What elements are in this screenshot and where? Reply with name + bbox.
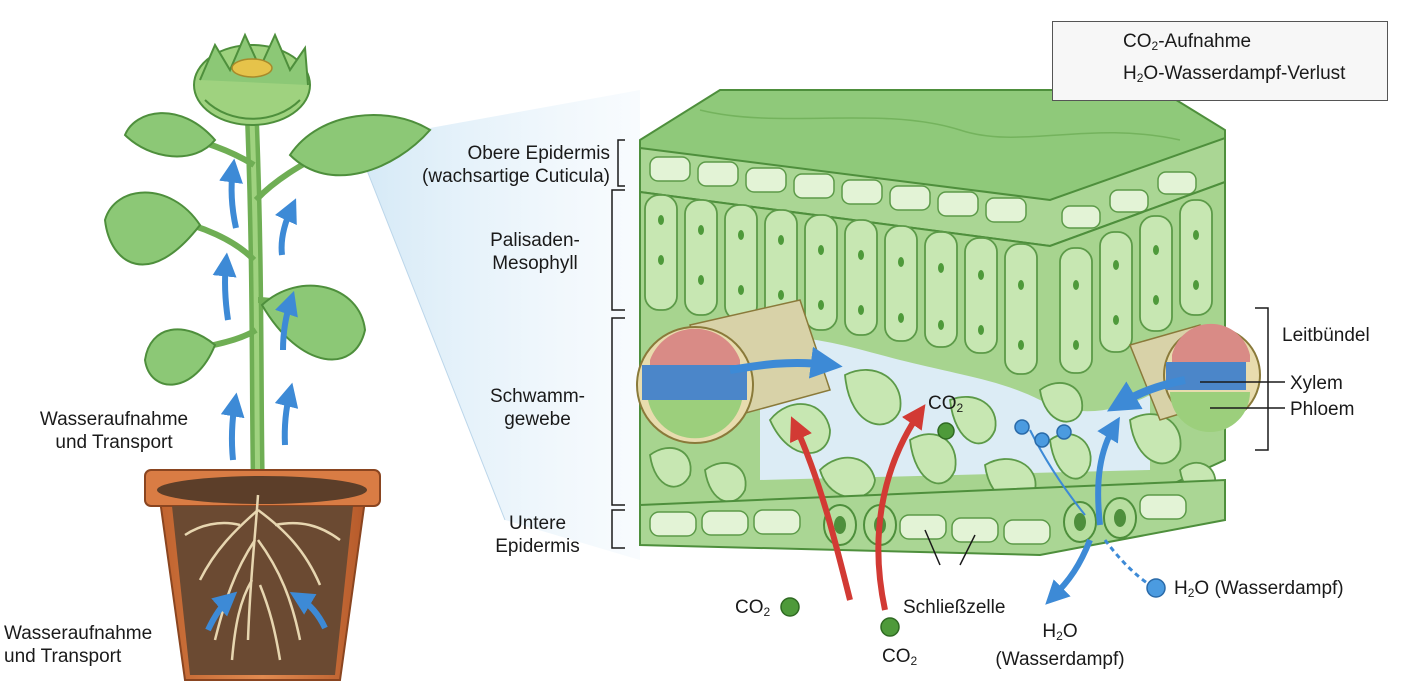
co2-left-sub: 2 bbox=[763, 605, 771, 619]
label-spongy-line1: Schwamm- bbox=[489, 386, 585, 407]
legend-co2: CO2-Aufnahme bbox=[1123, 31, 1251, 53]
h2o-bottom-line2: (Wasserdampf) bbox=[995, 649, 1125, 670]
h2o-molecule-outside bbox=[1146, 578, 1166, 598]
label-upper-epidermis-line2: (wachsartige Cuticula) bbox=[422, 166, 610, 187]
plant-label-upper: Wasseraufnahme und Transport bbox=[14, 408, 214, 454]
spongy-cells bbox=[649, 369, 1216, 505]
h2o-right-prefix: H bbox=[1174, 578, 1188, 599]
label-vascular-bundle: Leitbündel bbox=[1282, 325, 1370, 346]
co2-molecule-left bbox=[780, 597, 800, 617]
label-co2-left: CO2 bbox=[735, 596, 770, 624]
h2o-bottom-line1: H2O bbox=[975, 620, 1145, 648]
co2-inner-sub: 2 bbox=[956, 401, 964, 415]
co2-bottom-sub: 2 bbox=[910, 654, 918, 668]
label-spongy: Schwamm- gewebe bbox=[470, 385, 605, 431]
h2o-molecule-3 bbox=[1056, 424, 1072, 440]
vascular-bundle-right bbox=[1106, 323, 1261, 432]
upper-epidermis-cells bbox=[649, 156, 1197, 229]
label-h2o-bottom: H2O (Wasserdampf) bbox=[975, 620, 1145, 671]
h2o-arrow-down bbox=[1045, 538, 1093, 605]
label-upper-epidermis: Obere Epidermis (wachsartige Cuticula) bbox=[370, 142, 610, 188]
co2-inner-prefix: CO bbox=[928, 393, 957, 414]
legend-h2o-suffix: O-Wasserdampf-Verlust bbox=[1143, 63, 1346, 84]
co2-arrow-right bbox=[875, 404, 926, 611]
leaf-low-left bbox=[143, 328, 217, 386]
legend-h2o-prefix: H bbox=[1123, 63, 1137, 84]
plant-label-lower-line1: Wasseraufnahme bbox=[4, 623, 153, 644]
label-xylem: Xylem bbox=[1290, 373, 1343, 394]
label-h2o-right: H2O (Wasserdampf) bbox=[1174, 577, 1344, 605]
roots bbox=[184, 494, 341, 661]
stoma-right bbox=[1063, 497, 1137, 543]
vascular-bundle-left bbox=[636, 299, 843, 444]
leaf-cross-section bbox=[636, 89, 1285, 637]
legend: CO2-Aufnahme H2O-Wasserdampf-Verlust bbox=[1052, 21, 1388, 101]
sunflower-plant bbox=[103, 32, 432, 502]
label-lower-epidermis-line1: Untere bbox=[508, 513, 567, 534]
label-lower-epidermis: Untere Epidermis bbox=[470, 512, 605, 558]
plant-label-upper-line2: und Transport bbox=[55, 432, 173, 453]
label-palisade-line2: Mesophyll bbox=[492, 253, 578, 274]
plant-label-lower: Wasseraufnahme und Transport bbox=[4, 622, 204, 668]
lower-epidermis-cells bbox=[649, 494, 1187, 545]
h2o-vapor-trail bbox=[1103, 539, 1151, 587]
co2-bottom-prefix: CO bbox=[882, 646, 911, 667]
label-palisade-line1: Palisaden- bbox=[490, 230, 580, 251]
h2o-right-sub: 2 bbox=[1187, 586, 1195, 600]
magnification-beam bbox=[354, 90, 640, 560]
h2o-bottom-sub: 2 bbox=[1056, 629, 1063, 643]
flower-pot bbox=[144, 469, 381, 681]
label-guard-cell: Schließzelle bbox=[903, 597, 1006, 618]
leaf-mid-right bbox=[260, 284, 367, 361]
h2o-molecule-1 bbox=[1014, 419, 1030, 435]
label-co2-inner: CO2 bbox=[928, 392, 963, 420]
leaf-upper-right bbox=[288, 114, 432, 177]
chloroplasts bbox=[658, 215, 1199, 350]
h2o-bottom-suffix: O bbox=[1062, 621, 1078, 642]
co2-left-prefix: CO bbox=[735, 597, 764, 618]
plant-label-upper-line1: Wasseraufnahme bbox=[39, 409, 189, 430]
h2o-molecule-2 bbox=[1034, 432, 1050, 448]
flower-bud-icon bbox=[193, 32, 311, 126]
legend-h2o: H2O-Wasserdampf-Verlust bbox=[1123, 63, 1345, 85]
palisade-cells bbox=[644, 194, 1213, 375]
h2o-right-suffix: O (Wasserdampf) bbox=[1194, 578, 1344, 599]
leaf-mid-left bbox=[103, 191, 202, 266]
label-upper-epidermis-line1: Obere Epidermis bbox=[467, 143, 610, 164]
label-spongy-line2: gewebe bbox=[504, 409, 571, 430]
legend-h2o-sub: 2 bbox=[1136, 71, 1144, 85]
co2-molecule-inner bbox=[937, 422, 955, 440]
legend-co2-suffix: -Aufnahme bbox=[1158, 31, 1252, 52]
leaf-upper-left bbox=[123, 112, 217, 158]
legend-co2-sub: 2 bbox=[1151, 39, 1159, 53]
layer-brackets bbox=[611, 139, 1269, 549]
label-co2-bottom: CO2 bbox=[882, 645, 917, 673]
plant-label-lower-line2: und Transport bbox=[4, 646, 122, 667]
h2o-bottom-prefix: H bbox=[1042, 621, 1057, 642]
label-palisade: Palisaden- Mesophyll bbox=[460, 229, 610, 275]
co2-arrow-left bbox=[790, 416, 853, 601]
h2o-arrow-up bbox=[1095, 416, 1120, 526]
label-lower-epidermis-line2: Epidermis bbox=[495, 536, 580, 557]
co2-molecule-bottom bbox=[880, 617, 900, 637]
legend-co2-prefix: CO bbox=[1123, 31, 1152, 52]
label-phloem: Phloem bbox=[1290, 399, 1355, 420]
